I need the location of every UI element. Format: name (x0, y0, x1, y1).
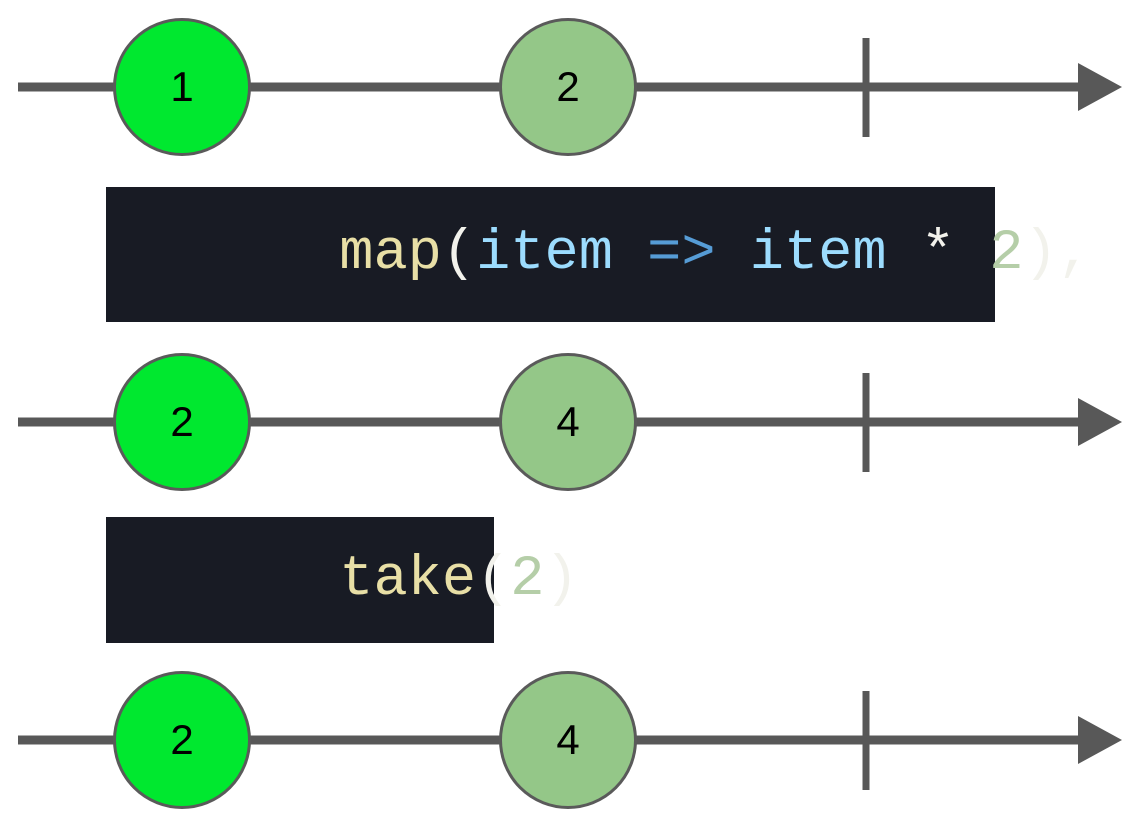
source-timeline: 1 2 (0, 7, 1141, 167)
code-token-space (887, 222, 921, 286)
code-token-fn: take (339, 547, 477, 612)
marble-label: 2 (170, 398, 194, 445)
taken-timeline: 2 4 (0, 660, 1141, 820)
marble-taken-4[interactable]: 4 (499, 671, 637, 809)
code-token-space (955, 222, 989, 286)
mapped-timeline: 2 4 (0, 342, 1141, 502)
code-token-space (613, 222, 647, 286)
code-token-num: 2 (510, 547, 545, 612)
code-token-punct: ) (544, 547, 579, 612)
marble-label: 2 (170, 716, 194, 763)
code-token-num: 2 (989, 222, 1024, 286)
code-token-param: item (476, 222, 613, 286)
code-token-fn: map (339, 222, 442, 286)
code-token-param: item (749, 222, 887, 286)
arrow-head-icon (1078, 63, 1122, 111)
code-token-op: * (920, 222, 956, 286)
marble-mapped-2[interactable]: 2 (113, 353, 251, 491)
arrow-head-icon (1078, 716, 1122, 764)
marble-mapped-4[interactable]: 4 (499, 353, 637, 491)
operator-map-code-line: map(item => item * 2), (106, 169, 1092, 340)
code-token-punct: ( (441, 222, 477, 286)
code-token-arrow: => (647, 222, 716, 286)
operator-map-code-block[interactable]: map(item => item * 2), (106, 187, 1092, 322)
arrow-head-icon (1078, 398, 1122, 446)
marble-label: 4 (556, 716, 580, 763)
marble-label: 2 (556, 63, 580, 110)
operator-take-code-block[interactable]: take(2) (106, 517, 579, 643)
code-token-punct: ), (1023, 222, 1092, 286)
operator-take-code-line: take(2) (106, 495, 579, 666)
marble-label: 4 (556, 398, 580, 445)
marble-source-1[interactable]: 1 (113, 18, 251, 156)
marble-label: 1 (170, 63, 194, 110)
code-token-space (716, 222, 750, 286)
code-token-punct: ( (476, 547, 511, 612)
marble-taken-2[interactable]: 2 (113, 671, 251, 809)
marble-source-2[interactable]: 2 (499, 18, 637, 156)
